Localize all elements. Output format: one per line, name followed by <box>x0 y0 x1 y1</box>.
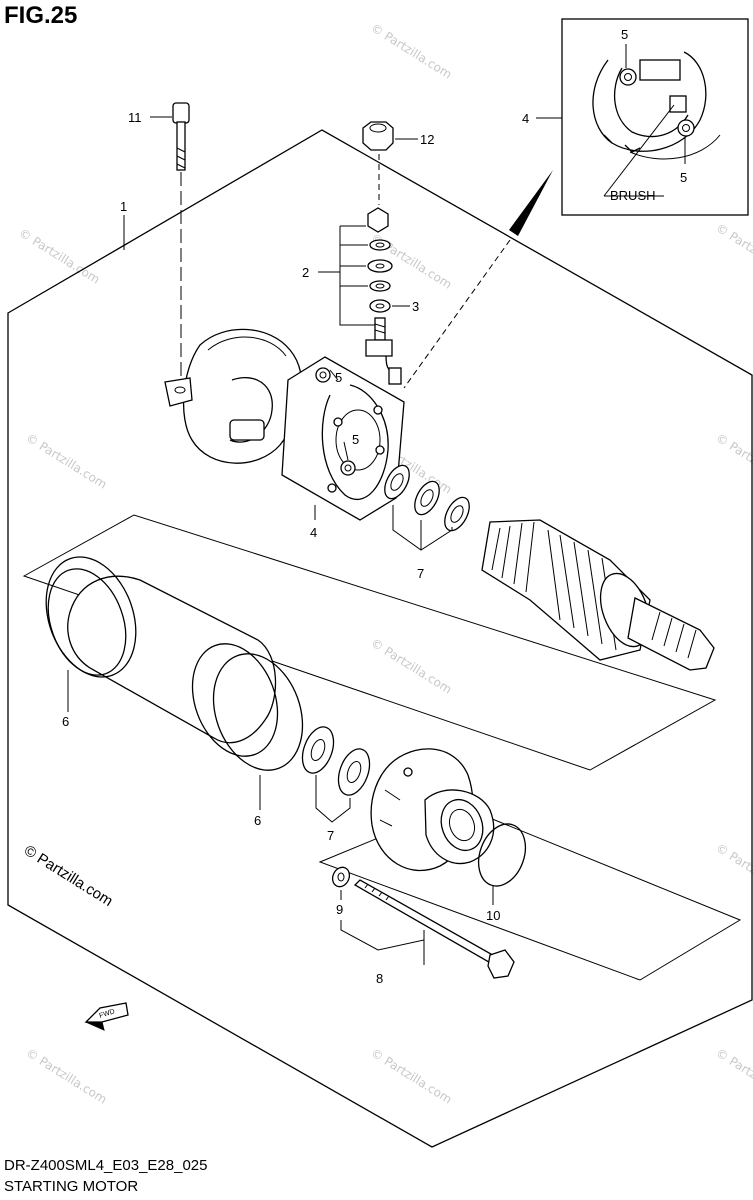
assembly-outline <box>7 129 753 1148</box>
washer-set-7-lower <box>301 726 371 796</box>
callout-12: 12 <box>420 132 434 147</box>
callout-inset-5-bottom: 5 <box>680 170 687 185</box>
washer-9 <box>331 866 351 888</box>
bolt-11 <box>172 102 190 380</box>
callout-2: 2 <box>302 265 309 280</box>
through-bolt-8 <box>353 879 515 979</box>
callout-5-lower: 5 <box>352 432 359 447</box>
housing-group-outline <box>22 514 717 771</box>
watermark: © Partzilla.com <box>713 841 753 902</box>
armature <box>481 519 715 671</box>
callout-7-lower: 7 <box>327 828 334 843</box>
model-code: DR-Z400SML4_E03_E28_025 <box>4 1157 208 1174</box>
callout-inset-4: 4 <box>522 111 529 126</box>
callout-3: 3 <box>412 299 419 314</box>
watermark: © Partzilla.com <box>23 1046 109 1107</box>
brush-leader <box>603 104 675 197</box>
o-ring-6-left <box>45 556 137 678</box>
callout-inset-5-top: 5 <box>621 27 628 42</box>
callout-11: 11 <box>128 110 142 125</box>
figure-title: FIG.25 <box>4 2 78 29</box>
watermark: © Partzilla.com <box>713 1046 753 1107</box>
washer-set-7-upper <box>384 464 470 532</box>
callout-8: 8 <box>376 971 383 986</box>
watermark: © Partzilla.com <box>368 636 454 697</box>
callout-1: 1 <box>120 199 127 214</box>
callout-6-right: 6 <box>254 813 261 828</box>
brush-holder-inset <box>592 51 721 160</box>
watermark: © Partzilla.com <box>368 21 454 82</box>
fwd-arrow-icon: FWD <box>84 1002 129 1031</box>
watermark: © Partzilla.com <box>713 431 753 492</box>
yoke-housing <box>47 568 279 757</box>
callout-6-left: 6 <box>62 714 69 729</box>
o-ring-10 <box>477 823 527 887</box>
watermark: © Partzilla.com <box>16 226 102 287</box>
terminal-hardware <box>365 207 402 385</box>
callout-4: 4 <box>310 525 317 540</box>
watermark: © Partzilla.com <box>368 1046 454 1107</box>
callout-10: 10 <box>486 908 500 923</box>
nut-12 <box>362 121 394 205</box>
inset-pointer <box>509 170 553 236</box>
callout-9: 9 <box>336 902 343 917</box>
o-ring-6-right <box>212 653 304 771</box>
diagram-name: STARTING MOTOR <box>4 1178 139 1195</box>
rear-cover <box>164 328 303 464</box>
watermarks: © Partzilla.com © Partzilla.com © Partzi… <box>16 21 753 1107</box>
watermark: © Partzilla.com <box>23 431 109 492</box>
brush-inset-frame <box>561 18 749 216</box>
watermark: © Partzilla.com <box>713 221 753 282</box>
front-cover <box>370 748 495 872</box>
callout-7-upper: 7 <box>417 566 424 581</box>
fwd-label: FWD <box>98 1008 115 1020</box>
callout-5-upper: 5 <box>335 370 342 385</box>
brush-label: BRUSH <box>610 188 656 203</box>
